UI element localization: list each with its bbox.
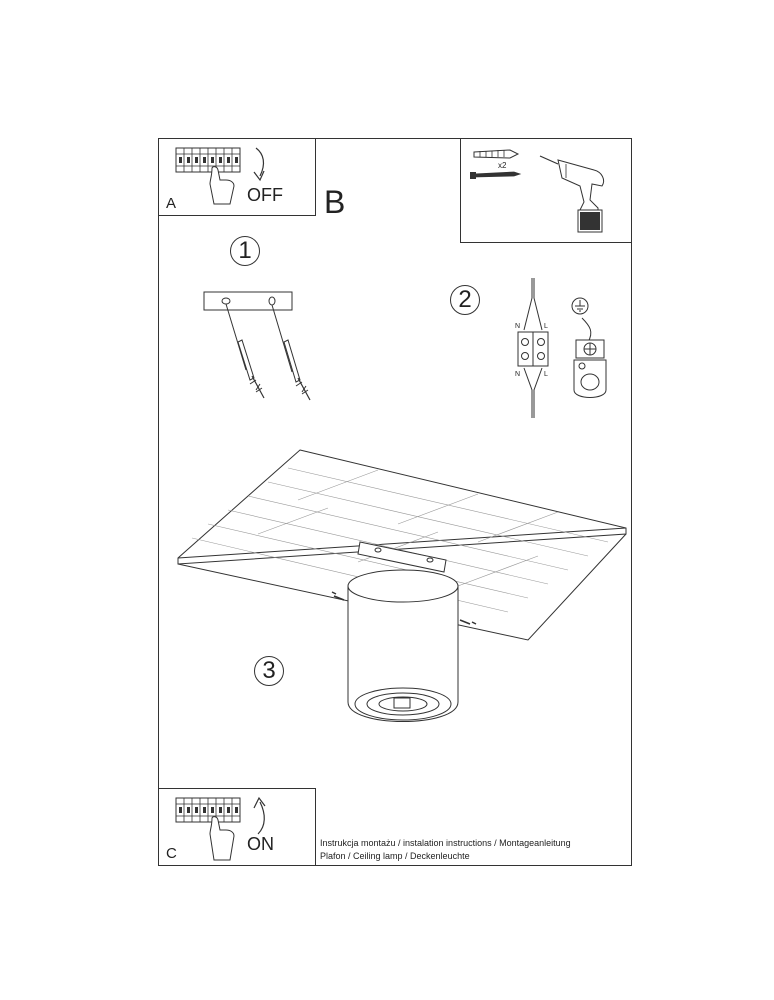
mounting-plate-with-screws-icon <box>203 291 311 401</box>
ground-terminal-icon <box>571 297 607 398</box>
section-b-letter: B <box>324 184 346 220</box>
footer-title-line: Instrukcja montażu / instalation instruc… <box>320 838 571 848</box>
ceiling-lamp-illustration <box>331 541 477 722</box>
on-label: ON <box>247 834 274 854</box>
tools-panel <box>460 138 632 243</box>
panel-a-power-off <box>158 138 316 216</box>
terminal-block-icon <box>517 278 549 418</box>
step-3-marker: 3 <box>254 656 284 686</box>
drill-icon <box>539 155 605 233</box>
instruction-sheet-frame <box>158 138 632 866</box>
arrow-down-icon <box>253 147 265 182</box>
ceiling-panel-illustration <box>177 449 627 641</box>
terminal-l-bottom-label: L <box>544 371 548 378</box>
breaker-panel-on-icon <box>175 797 241 861</box>
wall-plug-icon <box>470 149 522 179</box>
terminal-n-top-label: N <box>515 323 521 330</box>
step-1-marker: 1 <box>230 236 260 266</box>
off-label: OFF <box>247 185 283 205</box>
arrow-up-icon <box>253 796 266 835</box>
terminal-l-top-label: L <box>544 323 548 330</box>
quantity-label: x2 <box>498 161 507 170</box>
panel-a-letter: A <box>166 195 177 212</box>
footer-product-line: Plafon / Ceiling lamp / Deckenleuchte <box>320 851 470 861</box>
panel-c-power-on <box>158 788 316 866</box>
panel-c-letter: C <box>166 845 177 862</box>
breaker-panel-off-icon <box>175 147 241 205</box>
step-2-marker: 2 <box>450 285 480 315</box>
terminal-n-bottom-label: N <box>515 371 521 378</box>
